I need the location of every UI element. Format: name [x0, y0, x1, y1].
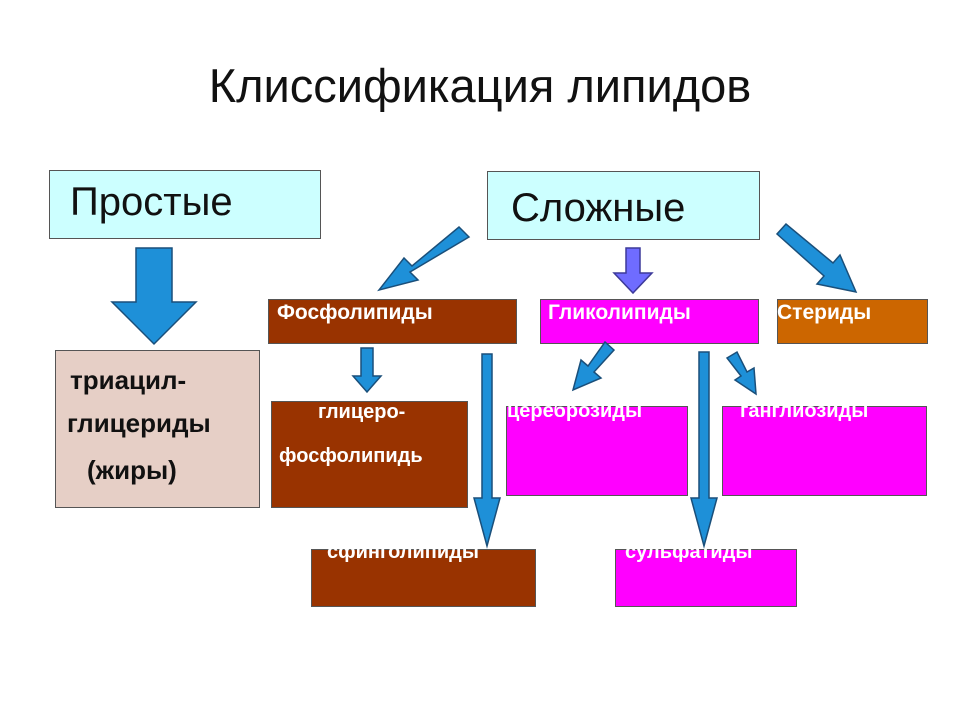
glycerophospholipids-line2: фосфолипидь: [279, 445, 423, 467]
glycolipids-label: Гликолипиды: [548, 301, 691, 324]
simple-lipids-label: Простые: [70, 180, 233, 224]
cerebrosides-label: цереброзиды: [507, 400, 643, 422]
complex-lipids-box: [487, 171, 760, 240]
sterides-box: [777, 299, 928, 344]
arrow-small-down-icon: [351, 347, 383, 394]
sulfatides-box: [615, 549, 797, 607]
cerebrosides-box: [506, 406, 688, 496]
arrow-down-icon: [110, 247, 198, 346]
sphingolipids-box: [311, 549, 536, 607]
glycerophospholipids-line1: глицеро-: [318, 401, 406, 423]
sterides-label: Стериды: [777, 301, 872, 324]
simple-lipids-box: [49, 170, 321, 239]
glycerophospholipids-box: [271, 401, 468, 508]
gangliosides-box: [722, 406, 927, 496]
slide-title: Клиссификация липидов: [208, 59, 752, 112]
arrow-down-left-icon: [377, 225, 471, 292]
arrow-long-down-icon: [473, 353, 501, 549]
sulfatides-label: сульфатиды: [625, 541, 753, 563]
triacylglycerides-box: [55, 350, 260, 508]
gangliosides-label: ганглиозиды: [740, 400, 869, 422]
sphingolipids-label: сфинголипиды: [327, 541, 479, 563]
phospholipids-label: Фосфолипиды: [277, 301, 433, 324]
phospholipids-box: [268, 299, 517, 344]
triacylglycerides-line2: глицериды: [67, 408, 211, 438]
arrow-down-violet-icon: [612, 247, 654, 295]
glycolipids-box: [540, 299, 759, 344]
arrow-down-right-icon: [775, 222, 858, 294]
complex-lipids-label: Сложные: [511, 186, 686, 230]
triacylglycerides-line3: (жиры): [87, 455, 177, 485]
arrow-small-down-left-icon: [571, 340, 616, 392]
arrow-long-down-icon: [690, 351, 718, 549]
triacylglycerides-line1: триацил-: [70, 365, 187, 395]
arrow-small-down-right-icon: [725, 350, 757, 396]
